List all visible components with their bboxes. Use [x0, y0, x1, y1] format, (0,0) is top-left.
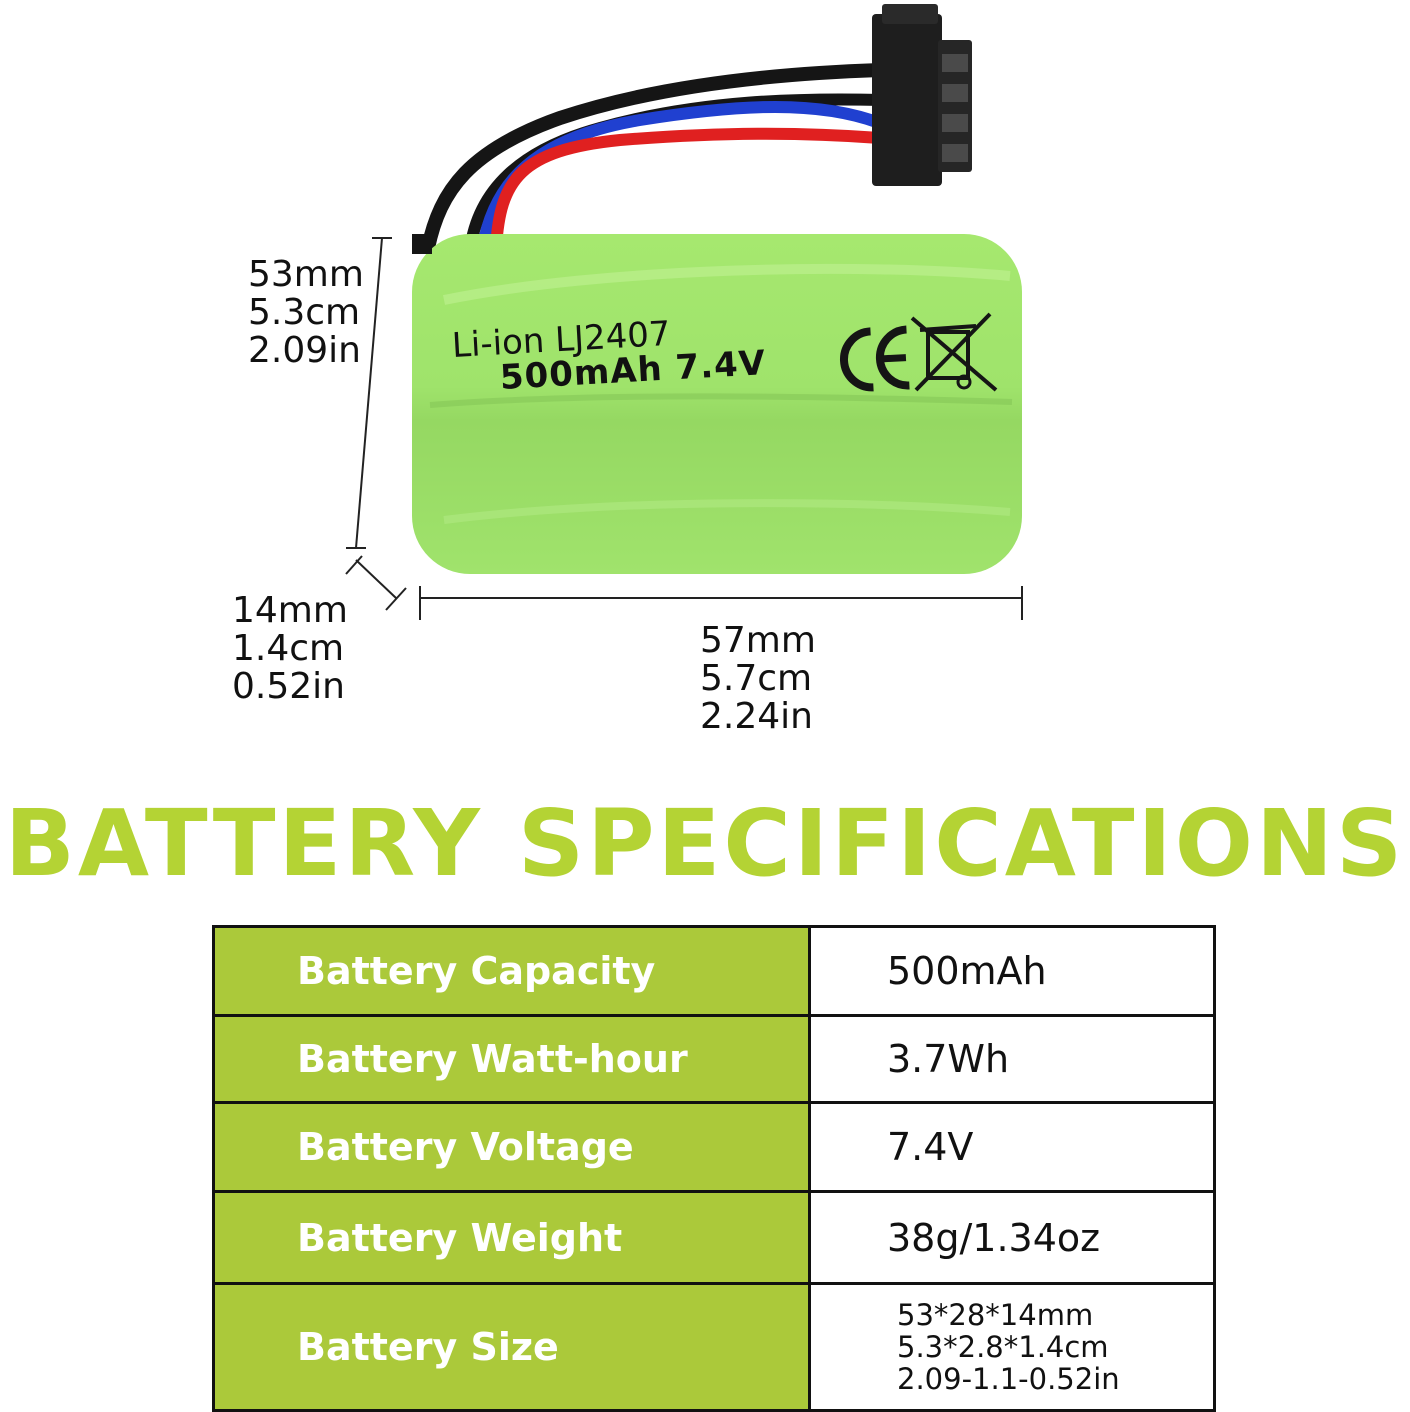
- depth-dimension-label: 14mm 1.4cm 0.52in: [232, 592, 348, 706]
- size-in: 2.09-1.1-0.52in: [897, 1362, 1120, 1396]
- spec-label: Battery Weight: [215, 1193, 811, 1282]
- spec-label: Battery Watt-hour: [215, 1017, 811, 1101]
- spec-value: 3.7Wh: [811, 1017, 1213, 1101]
- size-mm: 53*28*14mm: [897, 1298, 1094, 1332]
- depth-cm: 1.4cm: [232, 628, 345, 669]
- depth-mm: 14mm: [232, 590, 348, 631]
- spec-row-watt-hour: Battery Watt-hour 3.7Wh: [215, 1014, 1213, 1101]
- battery-illustration: [345, 4, 1023, 620]
- specifications-table: Battery Capacity 500mAh Battery Watt-hou…: [212, 925, 1216, 1412]
- width-dimension-line: [419, 586, 1023, 620]
- height-mm: 53mm: [248, 254, 364, 295]
- width-mm: 57mm: [700, 620, 816, 661]
- spec-value: 7.4V: [811, 1104, 1213, 1190]
- height-cm: 5.3cm: [248, 292, 361, 333]
- width-dimension-label: 57mm 5.7cm 2.24in: [700, 622, 816, 736]
- spec-value-size: 53*28*14mm 5.3*2.8*1.4cm 2.09-1.1-0.52in: [811, 1285, 1213, 1409]
- depth-in: 0.52in: [232, 666, 345, 707]
- wire-bundle: [421, 63, 885, 252]
- size-cm: 5.3*2.8*1.4cm: [897, 1330, 1109, 1364]
- battery-pack: [412, 234, 1022, 574]
- depth-dimension-line: [345, 555, 407, 611]
- height-dimension-label: 53mm 5.3cm 2.09in: [248, 256, 364, 370]
- width-cm: 5.7cm: [700, 658, 813, 699]
- spec-row-weight: Battery Weight 38g/1.34oz: [215, 1190, 1213, 1282]
- ce-mark-icon: [840, 325, 910, 392]
- product-figure: 53mm 5.3cm 2.09in 14mm 1.4cm 0.52in 57mm…: [232, 4, 1023, 736]
- weee-bin-icon: [910, 312, 998, 392]
- height-dimension-line: [346, 237, 392, 549]
- spec-label: Battery Capacity: [215, 928, 811, 1014]
- spec-label: Battery Size: [215, 1285, 811, 1409]
- connector-plug: [872, 4, 972, 186]
- spec-row-voltage: Battery Voltage 7.4V: [215, 1101, 1213, 1190]
- spec-value: 38g/1.34oz: [811, 1193, 1213, 1282]
- spec-row-capacity: Battery Capacity 500mAh: [215, 928, 1213, 1014]
- spec-label: Battery Voltage: [215, 1104, 811, 1190]
- spec-row-size: Battery Size 53*28*14mm 5.3*2.8*1.4cm 2.…: [215, 1282, 1213, 1409]
- spec-value: 500mAh: [811, 928, 1213, 1014]
- height-in: 2.09in: [248, 330, 361, 371]
- width-in: 2.24in: [700, 696, 813, 737]
- specifications-title: BATTERY SPECIFICATIONS: [4, 790, 1406, 897]
